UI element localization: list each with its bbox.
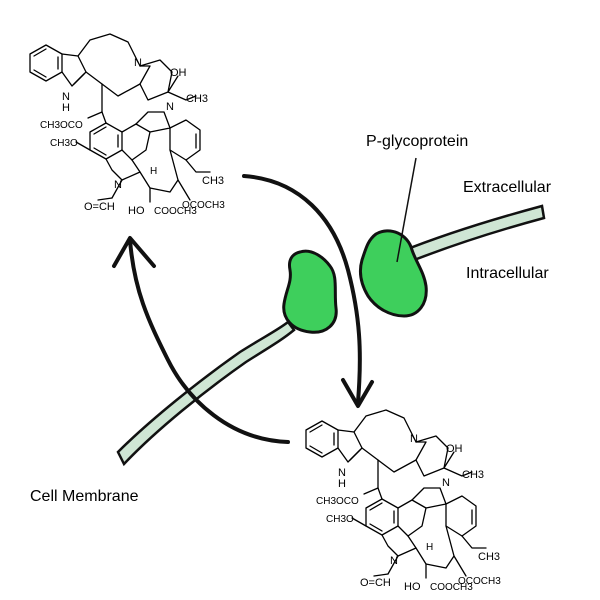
atom-ho-bottom: HO [404,581,421,593]
efflux-arrow-outward-head [112,236,156,268]
atom-ch3-ethyl-bottom: CH3 [462,469,484,481]
atom-n-lower-top: N [166,101,174,113]
atom-h-bottom: H [426,542,433,553]
cell-membrane-upper-band [398,204,546,266]
atom-methyl-ester-bottom: CH3OCO [316,496,359,507]
efflux-arrow-inward-head [341,378,374,408]
atom-ch3-lower-top: CH3 [202,175,224,187]
p-glycoprotein-right-subunit [358,229,428,318]
atom-coo-top: COOCH3 [154,206,197,217]
atom-ococh3-top: OCOCH3 [182,200,225,211]
p-glycoprotein-pointer [396,157,417,263]
atom-n-formyl-bottom: N [390,555,398,567]
atom-coo-bottom: COOCH3 [430,582,473,593]
cell-membrane-lower-band [116,320,296,467]
label-extracellular: Extracellular [463,179,552,196]
atom-oh-bottom: OH [446,443,463,455]
atom-methyl-ester-top: CH3OCO [40,120,83,131]
efflux-arrow-outward [128,238,290,444]
atom-methoxy-top: CH3O [50,138,78,149]
atom-ch3-ethyl-top: CH3 [186,93,208,105]
efflux-arrow-inward [242,174,362,404]
atom-methoxy-bottom: CH3O [326,514,354,525]
atom-ch3-lower-bottom: CH3 [478,551,500,563]
atom-ococh3-bottom: OCOCH3 [458,576,501,587]
atom-n-bottom: N [410,433,418,445]
atom-n-lower-bottom: N [442,477,450,489]
atom-n-formyl-top: N [114,179,122,191]
atom-formyl-bottom: O=CH [360,577,391,589]
atom-formyl-top: O=CH [84,201,115,213]
label-p-glycoprotein: P-glycoprotein [366,133,468,150]
p-glycoprotein-left-subunit [282,249,338,334]
atom-n-top: N [134,57,142,69]
label-cell-membrane: Cell Membrane [30,488,139,505]
atom-h-top: H [150,166,157,177]
atom-ho-top: HO [128,205,145,217]
label-intracellular: Intracellular [466,265,549,282]
atom-oh-top: OH [170,67,187,79]
